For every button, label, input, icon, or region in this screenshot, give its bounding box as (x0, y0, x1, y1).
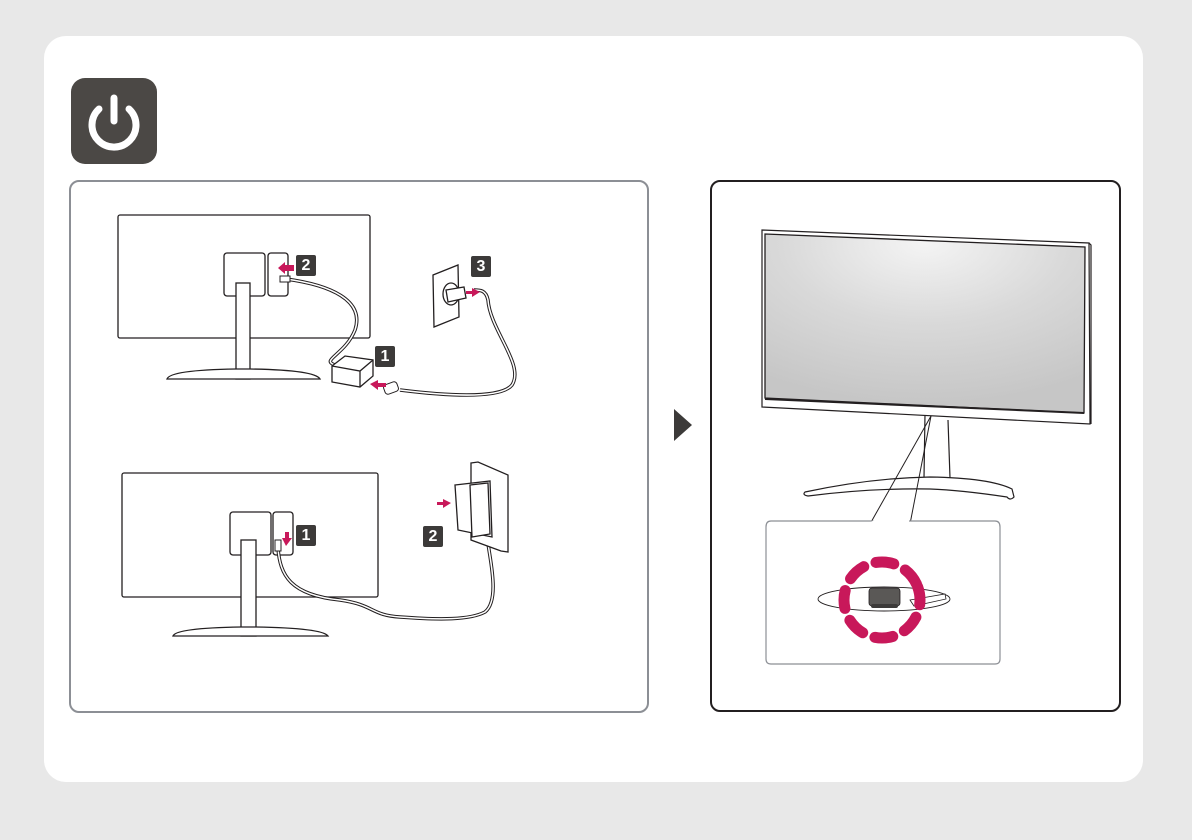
wall-adapter (454, 461, 509, 553)
monitor-front (761, 229, 1092, 525)
monitor-rear-diagram-2 (121, 472, 379, 637)
power-adapter-brick (331, 355, 374, 388)
arrow-right-icon (674, 409, 692, 441)
monitor-rear-diagram-1 (117, 214, 371, 380)
push-arrows-2 (282, 499, 451, 546)
power-icon (88, 94, 140, 151)
power-section-tile (71, 78, 157, 164)
step-badge-1: 1 (296, 525, 316, 546)
connection-panel (69, 180, 649, 713)
joystick-callout (765, 519, 1001, 665)
joystick-button (868, 587, 901, 607)
wall-outlet (432, 264, 467, 328)
step-badge-2: 2 (423, 526, 443, 547)
push-arrows (278, 262, 480, 390)
step-badge-3: 3 (471, 256, 491, 277)
step-badge-2: 2 (296, 255, 316, 276)
result-panel (710, 180, 1121, 712)
highlight-dashed-circle (838, 556, 926, 644)
step-badge-1: 1 (375, 346, 395, 367)
